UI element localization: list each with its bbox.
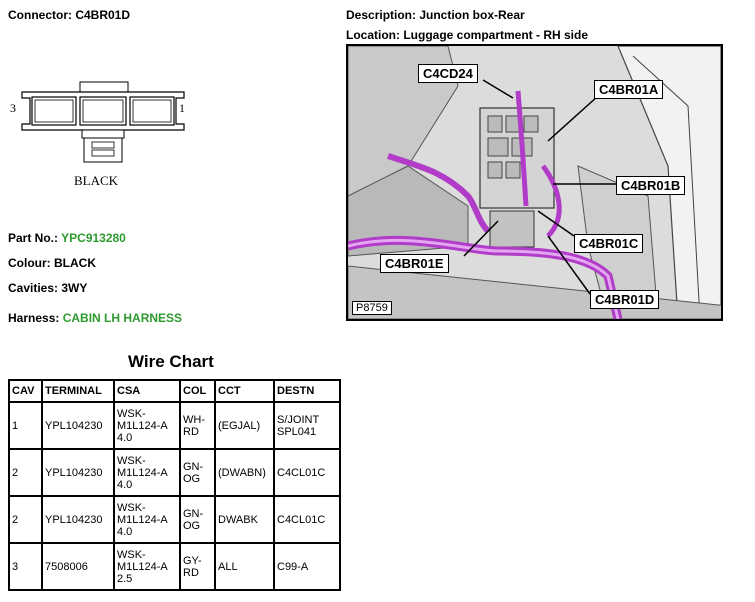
description-text: Description: Junction box-Rear (346, 8, 525, 22)
cell-cav: 3 (8, 542, 43, 591)
col-header-destn: DESTN (273, 379, 341, 403)
cell-cct: (EGJAL) (214, 401, 275, 450)
col-header-terminal: TERMINAL (41, 379, 115, 403)
location-text: Location: Luggage compartment - RH side (346, 28, 589, 42)
cell-cav: 1 (8, 401, 43, 450)
cell-col: WH- RD (179, 401, 216, 450)
cell-destn: C99-A (273, 542, 341, 591)
cell-col: GN- OG (179, 495, 216, 544)
cell-csa: WSK- M1L124-A 4.0 (113, 495, 181, 544)
cavities-text: Cavities: 3WY (8, 281, 88, 295)
pin-3-label: 3 (10, 101, 16, 115)
wire-chart-header-row: CAV TERMINAL CSA COL CCT DESTN (8, 379, 341, 403)
connector-title: Connector: C4BR01D (8, 8, 131, 22)
cell-cct: DWABK (214, 495, 275, 544)
cell-terminal: YPL104230 (41, 495, 115, 544)
cell-terminal: YPL104230 (41, 401, 115, 450)
cell-col: GN- OG (179, 448, 216, 497)
cell-terminal: YPL104230 (41, 448, 115, 497)
part-number: Part No.: YPC913280 (8, 231, 126, 245)
cell-terminal: 7508006 (41, 542, 115, 591)
cell-cav: 2 (8, 448, 43, 497)
callout-c4br01e: C4BR01E (380, 254, 449, 273)
cell-destn: C4CL01C (273, 495, 341, 544)
cell-csa: WSK- M1L124-A 2.5 (113, 542, 181, 591)
part-number-value: YPC913280 (61, 231, 126, 245)
harness-label: Harness: (8, 311, 60, 325)
colour-text: Colour: BLACK (8, 256, 96, 270)
col-header-col: COL (179, 379, 216, 403)
cell-cct: ALL (214, 542, 275, 591)
connector-face-diagram: 3 1 BLACK (8, 78, 198, 193)
callout-c4br01b: C4BR01B (616, 176, 686, 195)
cell-csa: WSK- M1L124-A 4.0 (113, 448, 181, 497)
cell-csa: WSK- M1L124-A 4.0 (113, 401, 181, 450)
cell-destn: S/JOINT SPL041 (273, 401, 341, 450)
connector-colour-label: BLACK (74, 173, 119, 188)
location-illustration: C4CD24 C4BR01A C4BR01B C4BR01C C4BR01E C… (346, 44, 723, 321)
callout-c4br01d: C4BR01D (590, 290, 660, 309)
photo-reference-tag: P8759 (352, 301, 392, 315)
callout-c4br01a: C4BR01A (594, 80, 664, 99)
cell-col: GY- RD (179, 542, 216, 591)
part-number-label: Part No.: (8, 231, 59, 245)
callout-c4br01c: C4BR01C (574, 234, 644, 253)
callout-c4cd24: C4CD24 (418, 64, 478, 83)
harness-value: CABIN LH HARNESS (62, 311, 183, 325)
harness: Harness: CABIN LH HARNESS (8, 311, 182, 325)
pin-1-label: 1 (179, 101, 185, 115)
cell-destn: C4CL01C (273, 448, 341, 497)
wire-chart-title: Wire Chart (128, 352, 214, 371)
col-header-cav: CAV (8, 379, 43, 403)
col-header-csa: CSA (113, 379, 181, 403)
cell-cav: 2 (8, 495, 43, 544)
col-header-cct: CCT (214, 379, 275, 403)
cell-cct: (DWABN) (214, 448, 275, 497)
